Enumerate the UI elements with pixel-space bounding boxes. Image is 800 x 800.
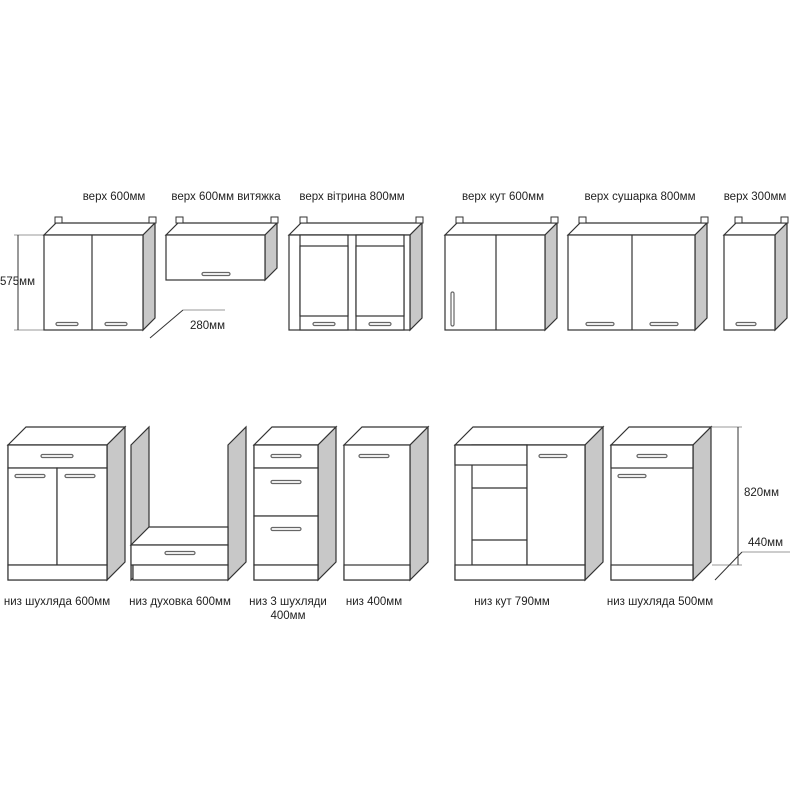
dim-lower-depth-line bbox=[714, 551, 743, 581]
handle-icon bbox=[735, 321, 757, 327]
lower-3drawers-plinth bbox=[253, 564, 319, 581]
upper-corner-hanger-right bbox=[550, 216, 559, 224]
upper-300-front bbox=[723, 234, 776, 331]
lower-400-plinth bbox=[343, 564, 411, 581]
handle-icon bbox=[64, 473, 96, 479]
handle-icon bbox=[164, 550, 196, 556]
upper-300-hanger-left bbox=[734, 216, 743, 224]
upper-600-top bbox=[42, 222, 157, 236]
upper-300-side bbox=[774, 221, 788, 332]
lower-drawer500-side bbox=[692, 425, 712, 582]
lower-drawer600-door-left bbox=[7, 467, 58, 566]
dim-lower-depth: 440мм bbox=[748, 537, 783, 549]
label-lower-drawer-600: низ шухляда 600мм bbox=[3, 596, 111, 608]
upper-glass-hanger-right bbox=[415, 216, 424, 224]
lower-3drawers-drawer-2 bbox=[253, 467, 319, 517]
handle-icon bbox=[368, 321, 392, 327]
lower-corner-top-drawer bbox=[454, 444, 528, 466]
upper-hood-top bbox=[164, 222, 279, 236]
handle-icon bbox=[270, 479, 302, 485]
upper-600-side bbox=[142, 221, 156, 332]
lower-oven-plinth bbox=[132, 564, 229, 581]
lower-drawer600-plinth bbox=[7, 564, 108, 581]
upper-600-front bbox=[43, 234, 144, 331]
lower-corner-door bbox=[526, 444, 586, 566]
handle-icon bbox=[270, 453, 302, 459]
label-lower-corner-790: низ кут 790мм bbox=[474, 596, 550, 608]
label-upper-glass-800: верх вітрина 800мм bbox=[299, 191, 405, 203]
lower-drawer600-top bbox=[6, 426, 127, 446]
label-lower-400: низ 400мм bbox=[345, 596, 403, 608]
lower-drawer500-plinth bbox=[610, 564, 694, 581]
dim-lower-height: 820мм bbox=[744, 487, 779, 499]
handle-icon bbox=[617, 473, 647, 479]
lower-400-side bbox=[409, 425, 429, 582]
dim-upper-depth: 280мм bbox=[190, 320, 225, 332]
dim-upper-depth-line bbox=[149, 309, 184, 339]
handle-icon bbox=[450, 291, 455, 327]
lower-corner-top bbox=[453, 426, 605, 446]
upper-dryer-top bbox=[566, 222, 709, 236]
lower-corner-plinth bbox=[454, 564, 586, 581]
handle-icon bbox=[14, 473, 46, 479]
handle-icon bbox=[538, 453, 568, 459]
label-lower-oven-600: низ духовка 600мм bbox=[129, 596, 231, 608]
handle-icon bbox=[270, 526, 302, 532]
handle-icon bbox=[40, 453, 74, 459]
label-upper-600: верх 600мм bbox=[82, 191, 146, 203]
handle-icon bbox=[636, 453, 668, 459]
handle-icon bbox=[104, 321, 128, 327]
handle-icon bbox=[585, 321, 615, 327]
handle-icon bbox=[358, 453, 390, 459]
upper-hood-hanger-left bbox=[175, 216, 184, 224]
upper-600-hanger-left bbox=[54, 216, 63, 224]
upper-corner-front bbox=[444, 234, 546, 331]
lower-oven-shelf bbox=[129, 526, 229, 546]
upper-dryer-hanger-right bbox=[700, 216, 709, 224]
lower-drawer600-door-right bbox=[56, 467, 108, 566]
lower-oven-right-panel bbox=[227, 425, 247, 582]
label-upper-corner-600: верх кут 600мм bbox=[462, 191, 544, 203]
upper-dryer-side bbox=[694, 221, 708, 332]
upper-600-hanger-right bbox=[148, 216, 157, 224]
upper-corner-hanger-left bbox=[455, 216, 464, 224]
lower-3drawers-drawer-3 bbox=[253, 515, 319, 566]
upper-300-hanger-right bbox=[780, 216, 789, 224]
handle-icon bbox=[312, 321, 336, 327]
lower-400-front bbox=[343, 444, 411, 581]
handle-icon bbox=[649, 321, 679, 327]
upper-dryer-hanger-left bbox=[578, 216, 587, 224]
upper-corner-side bbox=[544, 221, 558, 332]
upper-glass-pane-right bbox=[355, 245, 405, 317]
upper-glass-hanger-left bbox=[299, 216, 308, 224]
handle-icon bbox=[201, 271, 231, 277]
label-lower-3-drawers-size: 400мм bbox=[270, 610, 306, 622]
label-lower-3-drawers: низ 3 шухляди bbox=[249, 596, 327, 608]
label-upper-dryer-800: верх сушарка 800мм bbox=[584, 191, 696, 203]
handle-icon bbox=[55, 321, 79, 327]
lower-corner-side bbox=[584, 425, 604, 582]
upper-hood-hanger-right bbox=[270, 216, 279, 224]
upper-corner-top bbox=[443, 222, 559, 236]
label-lower-drawer-500: низ шухляда 500мм bbox=[606, 596, 714, 608]
label-upper-hood-600: верх 600мм витяжка bbox=[171, 191, 281, 203]
upper-glass-side bbox=[409, 221, 423, 332]
lower-drawer600-side bbox=[106, 425, 126, 582]
lower-3drawers-side bbox=[317, 425, 337, 582]
label-upper-300: верх 300мм bbox=[723, 191, 787, 203]
dim-upper-height: 575мм bbox=[0, 276, 35, 288]
upper-glass-pane-left bbox=[299, 245, 349, 317]
upper-glass-top bbox=[287, 222, 424, 236]
